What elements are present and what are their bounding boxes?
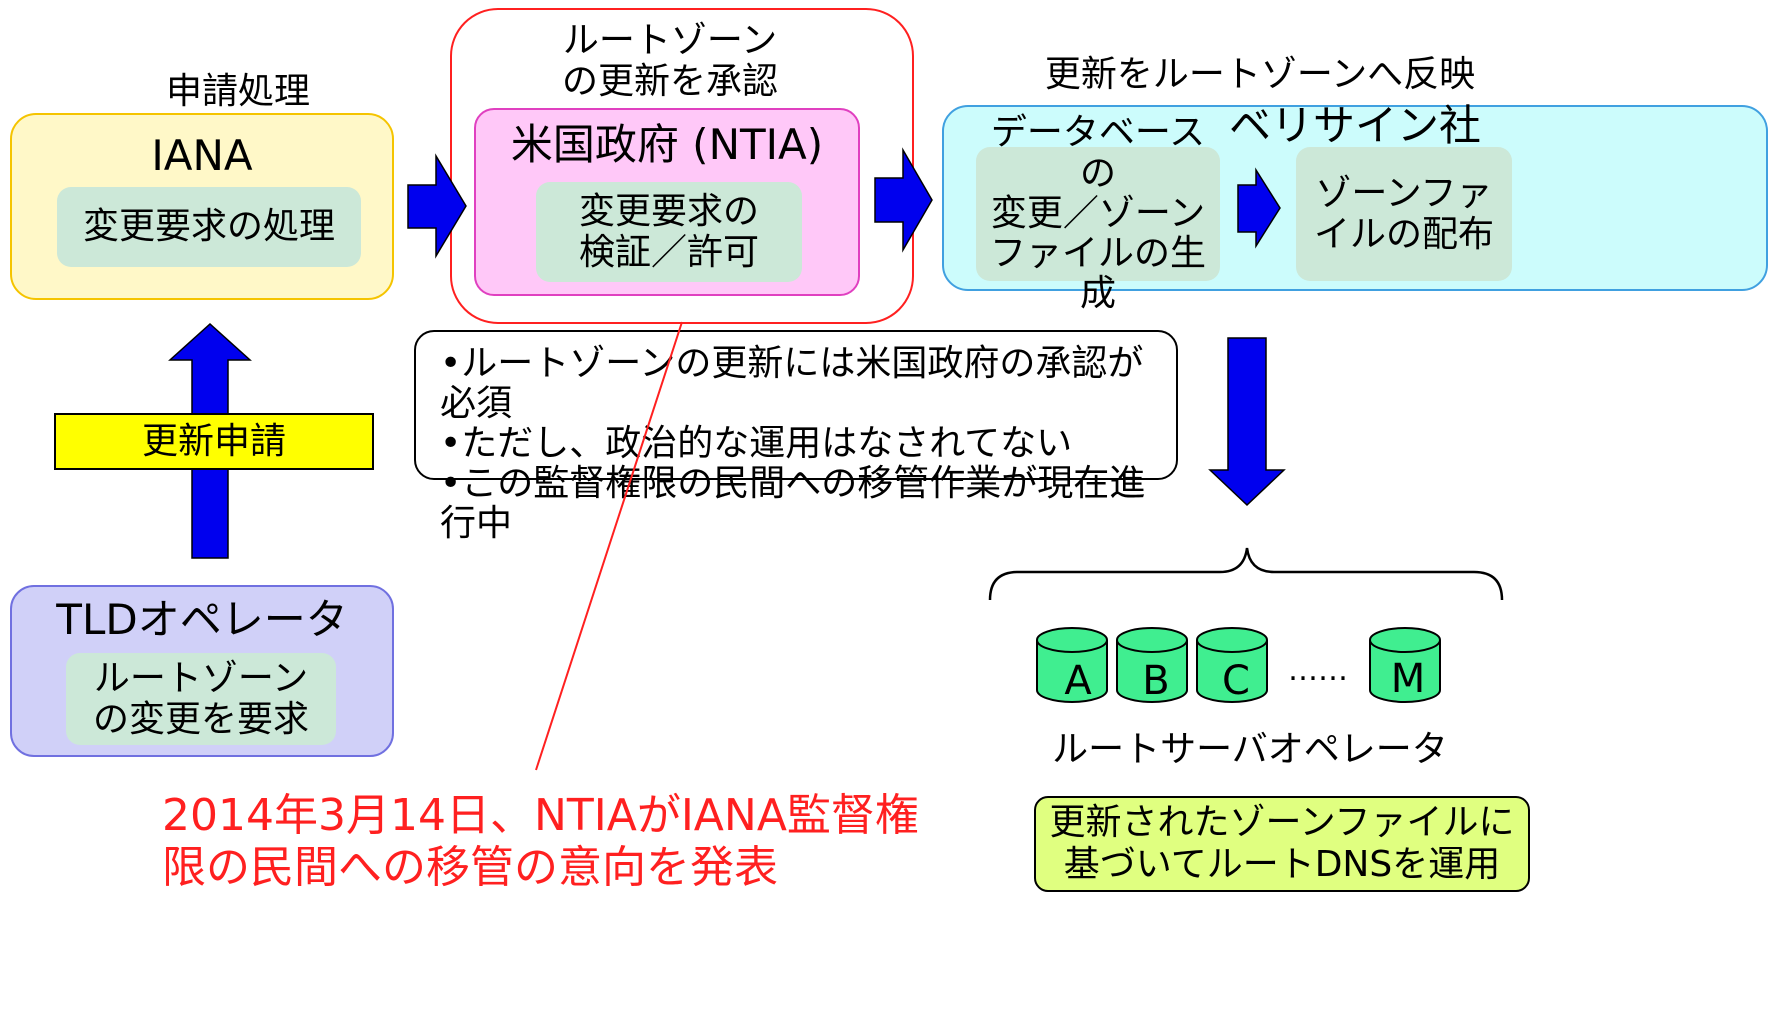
tld-box: TLDオペレータ ルートゾーン の変更を要求 [10,585,394,757]
iana-title: IANA [151,131,253,180]
request-label: 更新申請 [141,420,286,462]
arrow-iana-to-ntia [407,153,467,259]
arrow-verisign-inner [1237,167,1281,249]
ntia-caption: ルートゾーン の更新を承認 [561,20,778,103]
servers-note-box: 更新されたゾーンファイルに 基づいてルートDNSを運用 [1034,796,1530,892]
verisign-title: ベリサイン社 [1228,101,1481,150]
verisign-inner-left: データベースの 変更／ゾーン ファイルの生成 [976,113,1220,314]
verisign-box: ベリサイン社 データベースの 変更／ゾーン ファイルの生成 ゾーンファ イルの配… [942,101,1768,314]
server-ellipsis: …… [1288,653,1348,688]
tld-inner-text: ルートゾーン の変更を要求 [92,657,309,740]
request-label-box: 更新申請 [54,413,374,470]
announcement-connector [535,321,683,771]
tld-title: TLDオペレータ [56,595,348,644]
iana-caption: 申請処理 [165,71,310,112]
server-B-icon [1116,627,1188,703]
server-A-letter: A [1064,658,1092,704]
ntia-inner-box: 変更要求の 検証／許可 [536,182,802,282]
arrow-verisign-to-servers [1208,337,1286,507]
iana-box: IANA 変更要求の処理 [10,113,394,300]
server-B-letter: B [1142,658,1169,704]
server-M-icon [1369,627,1441,703]
verisign-caption: 更新をルートゾーンへ反映 [1044,54,1476,95]
server-M-letter: M [1391,656,1426,702]
iana-inner-text: 変更要求の処理 [82,206,335,248]
servers-brace [988,547,1504,601]
note-line-2: •ただし、政治的な運用はなされてない [440,423,1073,464]
server-A-icon [1036,627,1108,703]
ntia-title: 米国政府 (NTIA) [510,120,824,169]
announcement-text: 2014年3月14日、NTIAがIANA監督権 限の民間への移管の意向を発表 [162,790,919,893]
verisign-inner-right-text: ゾーンファ イルの配布 [1313,172,1494,255]
servers-note-text: 更新されたゾーンファイルに 基づいてルートDNSを運用 [1049,801,1515,885]
server-C-icon [1196,627,1268,703]
note-line-3: •この監督権限の民間への移管作業が現在進行中 [440,463,1146,544]
server-C-letter: C [1222,658,1250,704]
verisign-inner-left-text: データベースの 変更／ゾーン ファイルの生成 [989,112,1206,315]
ntia-box: 米国政府 (NTIA) 変更要求の 検証／許可 [474,108,860,296]
verisign-inner-right: ゾーンファ イルの配布 [1296,147,1512,281]
notes-callout: •ルートゾーンの更新には米国政府の承認が必須 •ただし、政治的な運用はなされてな… [414,330,1178,544]
note-line-1: •ルートゾーンの更新には米国政府の承認が必須 [440,343,1144,424]
ntia-inner-text: 変更要求の 検証／許可 [578,190,759,273]
tld-inner-box: ルートゾーン の変更を要求 [66,653,336,745]
arrow-ntia-to-verisign [874,147,933,253]
servers-caption: ルートサーバオペレータ [1052,729,1448,770]
iana-inner-box: 変更要求の処理 [57,187,361,267]
